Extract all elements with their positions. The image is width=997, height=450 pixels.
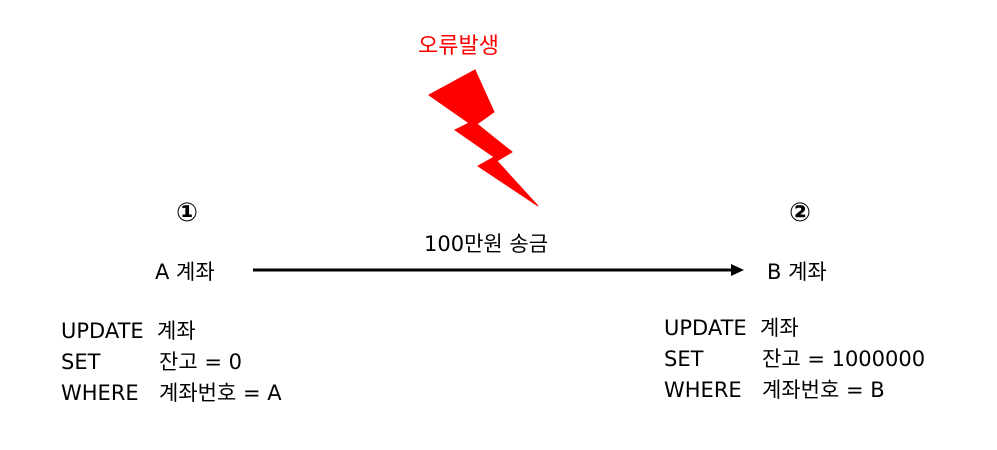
- sql-where-line: WHERE 계좌번호 = B: [664, 375, 964, 406]
- sql-keyword-update: UPDATE: [61, 319, 144, 343]
- step-2-marker: ②: [789, 198, 812, 228]
- sql-update-line: UPDATE 계좌: [664, 313, 964, 344]
- sql-where-expression: 계좌번호 = A: [159, 381, 282, 405]
- sql-update-target: 계좌: [760, 316, 799, 340]
- sql-set-expression: 잔고 = 1000000: [762, 347, 926, 371]
- sql-keyword-set: SET: [664, 347, 704, 371]
- lightning-bolt-icon: [428, 69, 539, 207]
- sql-query-right: UPDATE 계좌 SET 잔고 = 1000000 WHERE 계좌번호 = …: [664, 313, 964, 406]
- sql-keyword-where: WHERE: [664, 378, 742, 402]
- sql-set-line: SET 잔고 = 0: [61, 347, 341, 378]
- step-1-marker: ①: [176, 198, 199, 228]
- transfer-label: 100만원 송금: [424, 232, 549, 256]
- sql-keyword-where: WHERE: [61, 381, 139, 405]
- sql-where-expression: 계좌번호 = B: [762, 378, 885, 402]
- sql-where-line: WHERE 계좌번호 = A: [61, 378, 341, 409]
- sql-keyword-update: UPDATE: [664, 316, 747, 340]
- error-label: 오류발생: [418, 34, 499, 59]
- arrow-right-icon: [253, 264, 744, 276]
- sql-update-line: UPDATE 계좌: [61, 316, 341, 347]
- sql-keyword-set: SET: [61, 350, 101, 374]
- account-b-label: B 계좌: [767, 260, 827, 284]
- sql-set-line: SET 잔고 = 1000000: [664, 344, 964, 375]
- sql-set-expression: 잔고 = 0: [159, 350, 242, 374]
- account-a-label: A 계좌: [155, 260, 215, 284]
- sql-update-target: 계좌: [157, 319, 196, 343]
- sql-query-left: UPDATE 계좌 SET 잔고 = 0 WHERE 계좌번호 = A: [61, 316, 341, 409]
